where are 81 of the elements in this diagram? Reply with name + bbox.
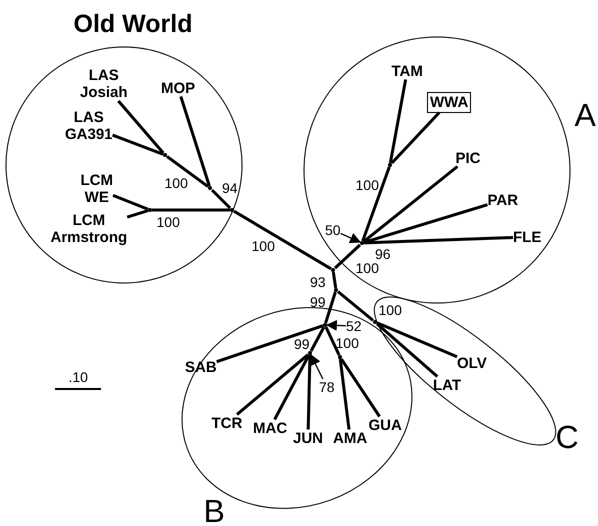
tree-branch [338, 358, 351, 430]
branch-point [230, 208, 234, 212]
bootstrap-value: 100 [336, 335, 359, 351]
tree-branch [117, 100, 164, 154]
tree-branch [332, 272, 338, 288]
taxon-label: MOP [161, 80, 196, 96]
tree-branch [376, 321, 458, 358]
taxon-label: GUA [368, 416, 402, 434]
branch-point [331, 268, 335, 272]
tree-branch [236, 354, 309, 416]
bootstrap-value: 96 [375, 246, 391, 262]
tree-branch [340, 358, 381, 418]
tree-branch [363, 165, 458, 243]
scale-label: .10 [68, 369, 88, 385]
taxon-label: TAM [392, 62, 423, 80]
taxon-label: LAT [433, 376, 462, 394]
leader-arrow [340, 232, 361, 244]
branch-point [323, 323, 327, 327]
bootstrap-value: 100 [356, 177, 379, 193]
taxon-label: LCM WE [80, 172, 113, 206]
tree-branch [324, 292, 337, 324]
branch-point [208, 186, 212, 190]
tree-branch [376, 322, 438, 378]
taxon-label: FLE [513, 228, 542, 246]
taxon-label: OLV [457, 354, 487, 372]
tree-branch [390, 111, 440, 164]
tree-branch [334, 244, 362, 270]
bootstrap-value: 50 [325, 222, 341, 238]
tree-branch [112, 134, 164, 156]
branch-point [334, 288, 338, 292]
taxon-label: MAC [253, 420, 288, 436]
tree-branch [361, 166, 391, 242]
clade-label: B [204, 495, 225, 526]
leader-arrow [326, 320, 346, 331]
tree-branch [310, 326, 326, 352]
clade-label: C [556, 421, 579, 453]
tree-branch [388, 79, 408, 164]
clade-label: Old World [74, 12, 192, 36]
branch-point [308, 351, 312, 355]
tree-branch [337, 290, 374, 322]
bootstrap-value: 93 [310, 274, 326, 290]
tree-branch [306, 354, 312, 430]
tree-branch [364, 236, 514, 244]
bootstrap-value: 99 [294, 336, 310, 352]
tree-branch [324, 326, 340, 356]
bootstrap-value: 78 [319, 379, 335, 395]
bootstrap-value: 100 [378, 302, 402, 318]
taxon-label: AMA [333, 430, 368, 446]
branch-point [163, 153, 167, 157]
tree-branch [210, 188, 232, 210]
tree-branch [126, 209, 148, 219]
bootstrap-value: 100 [164, 175, 188, 191]
bootstrap-value: 100 [356, 260, 379, 276]
taxon-label: JUN [293, 430, 324, 446]
taxon-label: LCM Armstrong [50, 212, 128, 246]
taxon-label: PAR [488, 192, 518, 208]
taxon-label: PIC [456, 150, 481, 166]
tree-branch [179, 96, 211, 186]
tree-branch [233, 210, 332, 270]
bootstrap-value: 94 [222, 180, 238, 196]
bootstrap-value: 52 [346, 318, 362, 334]
branch-point [373, 320, 377, 324]
branch-point [388, 163, 392, 167]
branch-point [148, 208, 152, 212]
branch-point [338, 355, 342, 359]
tree-branch [152, 208, 230, 212]
taxon-label: LAS GA391 [65, 109, 113, 143]
branch-point [360, 241, 364, 245]
clade-label: A [574, 99, 596, 131]
tree-branch [166, 155, 209, 188]
tree-branch [112, 194, 149, 211]
bootstrap-value: 99 [310, 294, 326, 310]
leader-arrow [310, 354, 324, 380]
taxon-label: WWA [427, 92, 472, 112]
tree-branch [364, 203, 488, 244]
taxon-label: TCR [212, 414, 242, 432]
tree-branch [273, 354, 310, 420]
bootstrap-value: 100 [156, 214, 180, 230]
bootstrap-value: 100 [252, 238, 275, 254]
taxon-label: LAS Josiah [80, 67, 128, 101]
tree-branch [216, 324, 324, 364]
